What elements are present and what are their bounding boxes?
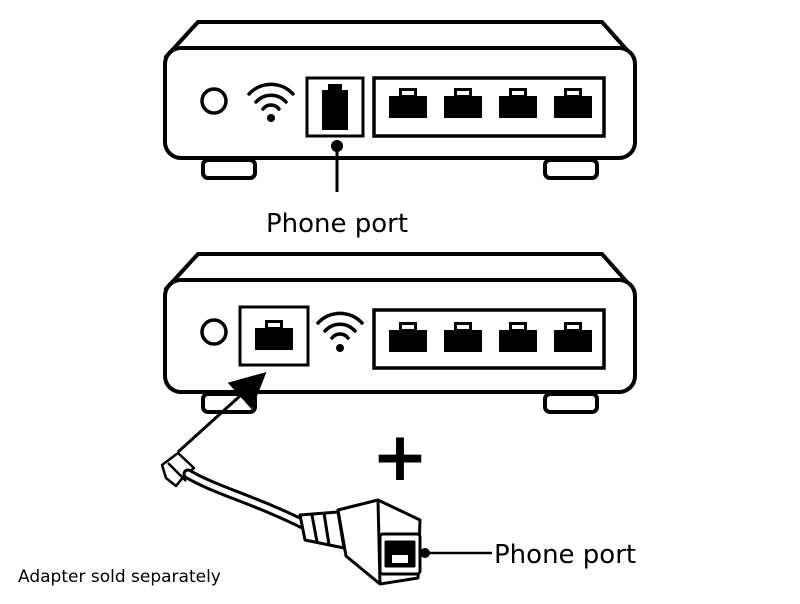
adapter-note: Adapter sold separately	[18, 567, 221, 587]
router-bottom-lid	[163, 252, 636, 292]
adapter-phone-port-label: Phone port	[494, 540, 636, 570]
phone-port-ethernet-style	[238, 305, 310, 367]
router-top-lid	[163, 20, 636, 60]
router-bottom-foot-right	[543, 392, 599, 414]
adapter-phone-port-pointer	[420, 548, 492, 558]
wifi-icon	[247, 82, 295, 122]
top-phone-port-label: Phone port	[266, 209, 408, 239]
router-bottom-foot-left	[201, 392, 257, 414]
power-button-icon	[200, 87, 228, 115]
plus-sign: +	[372, 418, 429, 497]
router-top-foot-right	[543, 158, 599, 180]
ethernet-port-group-bottom	[372, 308, 606, 370]
wifi-icon	[316, 311, 364, 352]
power-button-icon	[200, 318, 228, 346]
ethernet-port-group-top	[372, 76, 606, 138]
arrow-icon	[176, 371, 267, 454]
adapter-cable-icon	[160, 451, 422, 586]
phone-jack-icon	[305, 76, 365, 138]
top-phone-port-pointer	[331, 140, 343, 192]
router-top-foot-left	[201, 158, 257, 180]
